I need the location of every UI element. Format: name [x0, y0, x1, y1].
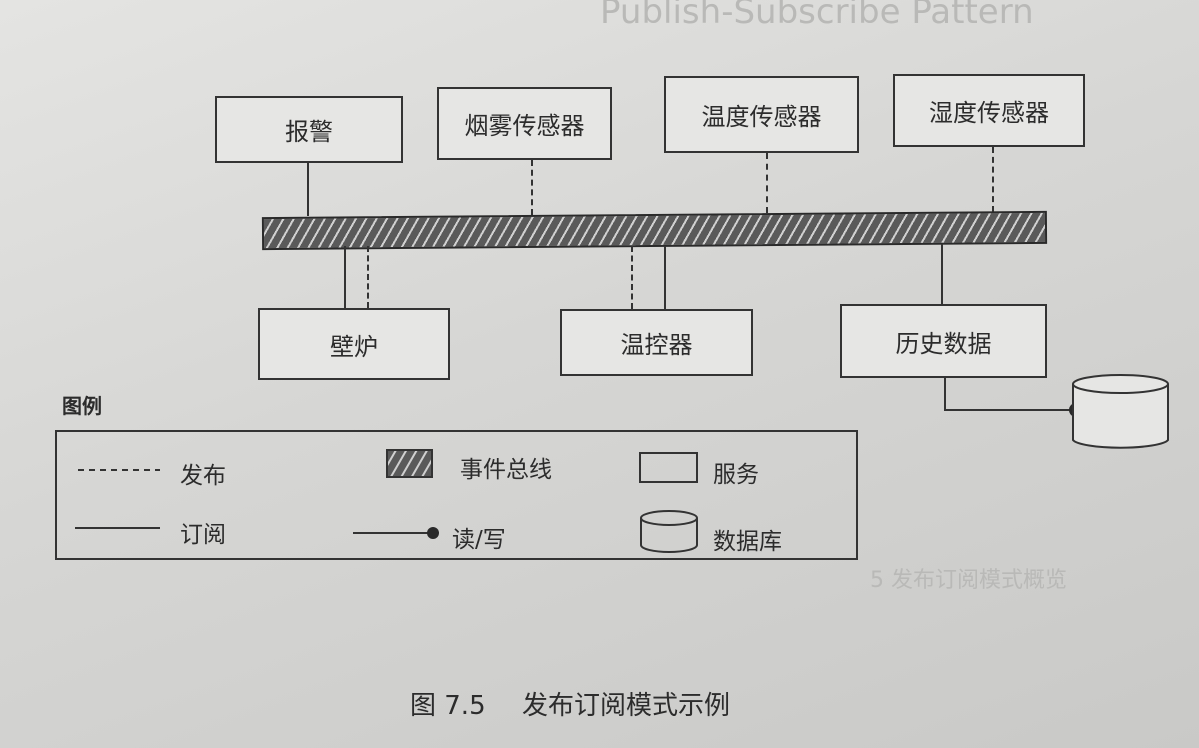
read-write-connection	[944, 374, 1169, 449]
subscribe-line	[344, 246, 346, 308]
read-write-line	[944, 378, 1075, 411]
subscribe-line	[307, 163, 309, 216]
service-label: 壁炉	[330, 332, 378, 361]
service-temperature-sensor: 温度传感器	[664, 76, 859, 153]
service-label: 报警	[285, 118, 333, 146]
legend-symbols	[75, 449, 698, 553]
service-label: 烟雾传感器	[464, 112, 585, 140]
figure-caption: 发布订阅模式示例	[522, 691, 731, 721]
database-icon	[1072, 374, 1169, 449]
legend-read-write-label: 读/写	[452, 527, 506, 553]
figure-number: 图 7.5	[410, 691, 486, 721]
legend	[55, 430, 858, 560]
legend-subscribe-label: 订阅	[180, 522, 226, 548]
publish-line	[992, 147, 994, 212]
publish-line	[531, 160, 533, 215]
legend-read-write-dot	[427, 527, 439, 539]
service-alarm: 报警	[215, 96, 403, 163]
legend-event-bus-icon	[386, 449, 433, 478]
service-fireplace: 壁炉	[258, 308, 450, 380]
service-thermostat: 温控器	[560, 309, 753, 376]
legend-title: 图例	[62, 394, 102, 418]
service-smoke-sensor: 烟雾传感器	[437, 87, 612, 160]
service-label: 湿度传感器	[929, 99, 1049, 127]
legend-database-label: 数据库	[713, 529, 782, 555]
legend-service-label: 服务	[713, 462, 759, 488]
service-history-data: 历史数据	[840, 304, 1047, 378]
service-label: 历史数据	[895, 329, 992, 358]
publish-line	[766, 153, 768, 213]
legend-publish-label: 发布	[180, 463, 226, 489]
legend-event-bus-label: 事件总线	[460, 457, 552, 483]
publish-line	[367, 246, 369, 308]
subscribe-line	[664, 246, 666, 309]
legend-service-icon	[639, 452, 698, 483]
legend-database-icon	[640, 510, 698, 553]
show-through-section: 5 发布订阅模式概览	[870, 568, 1067, 593]
subscribe-line	[941, 244, 943, 304]
show-through-heading: Publish-Subscribe Pattern	[600, 0, 1034, 32]
publish-line	[631, 246, 633, 309]
service-humidity-sensor: 湿度传感器	[893, 74, 1085, 147]
service-label: 温度传感器	[701, 103, 822, 131]
service-label: 温控器	[620, 331, 693, 359]
